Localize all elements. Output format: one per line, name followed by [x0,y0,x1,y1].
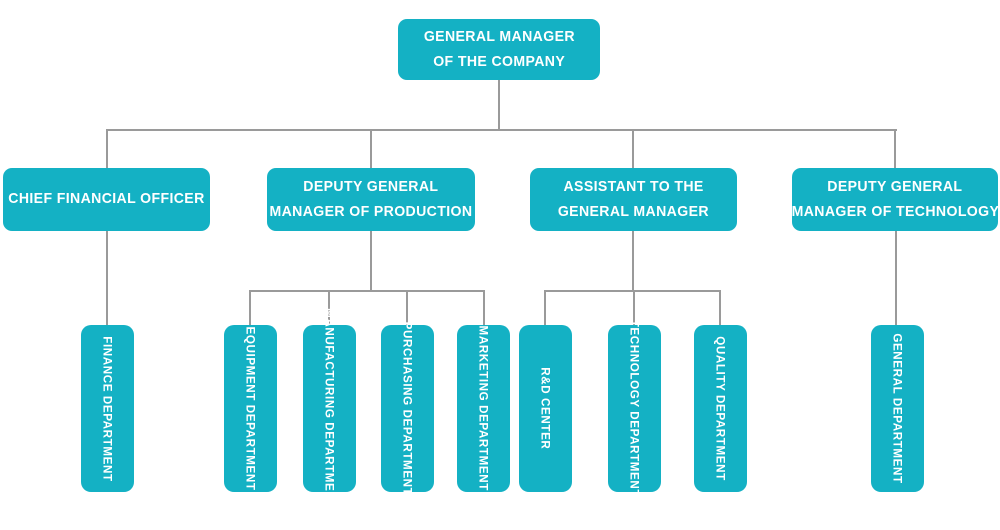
connector-drop-deputy-production [370,129,372,168]
node-label: DEPUTY GENERAL [827,177,963,195]
connector-level1-bar [106,129,897,131]
node-manufacturing-department: MANUFACTURING DEPARTMENT [303,309,356,509]
node-label: GENERAL MANAGER [423,27,575,45]
connector-assistant-bar [544,290,721,292]
connector-drop-manufacturing [328,290,330,325]
connector-assistant-stem [632,231,634,290]
node-label: GENERAL DEPARTMENT [890,333,905,484]
node-label: PURCHASING DEPARTMENT [400,321,415,496]
node-label: MANAGER OF TECHNOLOGY [791,202,999,220]
node-equipment-department: EQUIPMENT DEPARTMENT [224,325,277,492]
node-purchasing-department: PURCHASING DEPARTMENT [381,322,434,495]
node-label: QUALITY DEPARTMENT [713,336,728,481]
node-label: GENERAL MANAGER [557,202,710,220]
connector-drop-assistant [632,129,634,168]
node-label: OF THE COMPANY [433,52,565,70]
node-label: ASSISTANT TO THE [563,177,704,195]
node-label: EQUIPMENT DEPARTMENT [243,326,258,491]
connector-drop-technology-dept [633,290,635,325]
node-deputy-gm-technology: DEPUTY GENERAL MANAGER OF TECHNOLOGY [791,168,999,231]
node-finance-department: FINANCE DEPARTMENT [81,325,134,492]
node-label: R&D CENTER [538,367,553,450]
node-chief-financial-officer: CHIEF FINANCIAL OFFICER [3,168,210,231]
node-general-manager: GENERAL MANAGER OF THE COMPANY [398,19,600,80]
node-label: DEPUTY GENERAL [303,177,439,195]
node-label: MARKETING DEPARTMENT [476,325,491,492]
connector-drop-deputy-technology [894,129,896,168]
node-marketing-department: MARKETING DEPARTMENT [457,325,510,492]
connector-drop-rnd [544,290,546,325]
node-label: MANUFACTURING DEPARTMENT [322,308,337,509]
node-rnd-center: R&D CENTER [519,325,572,492]
connector-production-bar [249,290,485,292]
node-general-department: GENERAL DEPARTMENT [871,325,924,492]
node-label: TECHNOLOGY DEPARTMENT [627,319,642,498]
connector-drop-quality [719,290,721,325]
node-label: MANAGER OF PRODUCTION [269,202,473,220]
connector-root-stem [498,80,500,129]
connector-production-stem [370,231,372,290]
node-label: FINANCE DEPARTMENT [100,335,115,482]
connector-drop-cfo [106,129,108,168]
connector-technology-to-general [895,231,897,325]
node-deputy-gm-production: DEPUTY GENERAL MANAGER OF PRODUCTION [267,168,475,231]
node-technology-department: TECHNOLOGY DEPARTMENT [608,320,661,497]
node-quality-department: QUALITY DEPARTMENT [694,325,747,492]
node-assistant-to-gm: ASSISTANT TO THE GENERAL MANAGER [530,168,737,231]
connector-cfo-to-finance [106,231,108,325]
node-label: CHIEF FINANCIAL OFFICER [8,190,205,208]
connector-drop-marketing [483,290,485,325]
connector-drop-equipment [249,290,251,325]
connector-drop-purchasing [406,290,408,325]
